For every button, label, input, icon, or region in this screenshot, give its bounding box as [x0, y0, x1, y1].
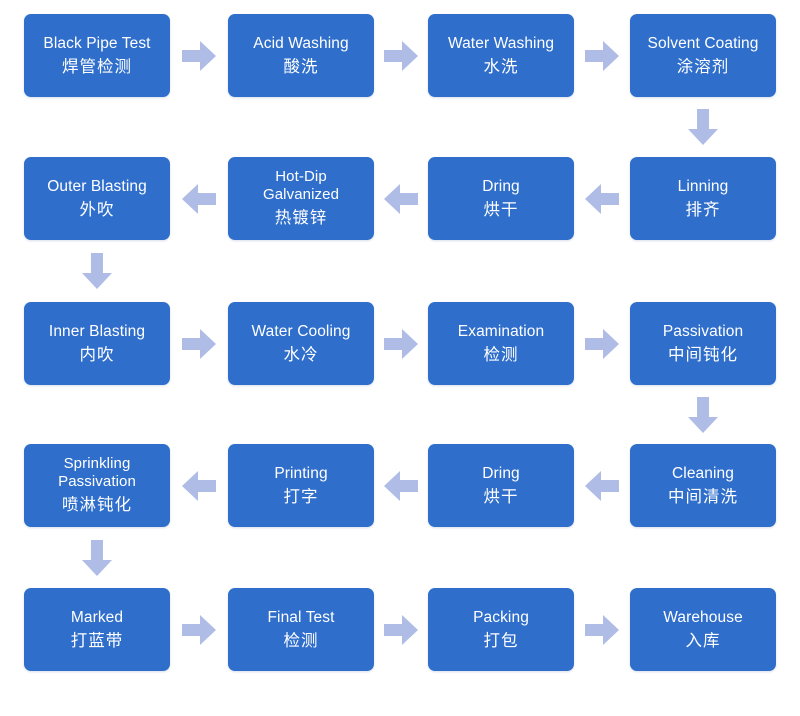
flow-arrow-down — [82, 539, 112, 576]
node-label-en: Black Pipe Test — [43, 34, 151, 52]
node-label-en: Examination — [457, 322, 545, 340]
process-node-n15[interactable]: Printing 打字 — [228, 444, 374, 527]
flow-arrow-right — [384, 328, 418, 359]
flow-arrow-left — [182, 470, 216, 501]
process-node-n6[interactable]: Dring 烘干 — [428, 157, 574, 240]
node-label-zh: 外吹 — [79, 200, 115, 219]
node-label-zh: 酸洗 — [283, 57, 319, 76]
node-label-en: Printing — [274, 464, 328, 482]
process-node-n12[interactable]: Passivation 中间钝化 — [630, 302, 776, 385]
node-label-zh: 检测 — [483, 345, 519, 364]
node-label-zh: 焊管检测 — [62, 57, 132, 76]
flow-arrow-left — [585, 470, 619, 501]
node-label-zh: 打字 — [283, 487, 319, 506]
node-label-en: Dring — [482, 464, 520, 482]
node-label-en: Packing — [473, 608, 529, 626]
node-label-zh: 打蓝带 — [70, 631, 124, 650]
process-node-n10[interactable]: Water Cooling 水冷 — [228, 302, 374, 385]
node-label-en: Sprinkling Passivation — [58, 455, 136, 490]
node-label-en: Final Test — [267, 608, 335, 626]
flow-arrow-right — [182, 614, 216, 645]
node-label-zh: 打包 — [483, 631, 519, 650]
node-label-en: Linning — [677, 177, 729, 195]
flow-arrow-left — [384, 470, 418, 501]
node-label-en: Water Washing — [447, 34, 555, 52]
process-node-n13[interactable]: Cleaning 中间清洗 — [630, 444, 776, 527]
process-node-n1[interactable]: Black Pipe Test 焊管检测 — [24, 14, 170, 97]
node-label-en: Passivation — [662, 322, 744, 340]
flow-arrow-left — [585, 183, 619, 214]
flow-arrow-right — [182, 40, 216, 71]
process-node-n20[interactable]: Warehouse 入库 — [630, 588, 776, 671]
flow-arrow-down — [688, 396, 718, 433]
node-label-zh: 热镀锌 — [274, 209, 328, 227]
node-label-en: Water Cooling — [251, 322, 351, 340]
node-label-zh: 烘干 — [483, 487, 519, 506]
flow-arrow-left — [384, 183, 418, 214]
flow-arrow-right — [384, 40, 418, 71]
process-node-n16[interactable]: Sprinkling Passivation 喷淋钝化 — [24, 444, 170, 527]
flow-arrow-right — [384, 614, 418, 645]
flow-arrow-left — [182, 183, 216, 214]
node-label-en: Hot-Dip Galvanized — [262, 168, 340, 203]
flow-arrow-down — [688, 109, 718, 145]
node-label-zh: 检测 — [283, 631, 319, 650]
node-label-en: Solvent Coating — [647, 34, 759, 52]
node-label-en: Warehouse — [663, 608, 743, 626]
process-node-n9[interactable]: Inner Blasting 内吹 — [24, 302, 170, 385]
process-node-n8[interactable]: Outer Blasting 外吹 — [24, 157, 170, 240]
node-label-zh: 涂溶剂 — [676, 57, 730, 76]
node-label-zh: 喷淋钝化 — [62, 496, 132, 514]
node-label-zh: 排齐 — [685, 200, 721, 219]
node-label-zh: 水洗 — [483, 57, 519, 76]
node-label-en: Acid Washing — [253, 34, 349, 52]
node-label-zh: 入库 — [685, 631, 721, 650]
process-node-n11[interactable]: Examination 检测 — [428, 302, 574, 385]
node-label-en: Outer Blasting — [47, 177, 147, 195]
node-label-zh: 中间清洗 — [668, 487, 738, 506]
flow-arrow-down — [82, 253, 112, 289]
flow-arrow-right — [585, 40, 619, 71]
flow-arrow-right — [182, 328, 216, 359]
node-label-en: Marked — [70, 608, 124, 626]
process-node-n5[interactable]: Linning 排齐 — [630, 157, 776, 240]
node-label-zh: 烘干 — [483, 200, 519, 219]
node-label-zh: 中间钝化 — [668, 345, 738, 364]
process-node-n14[interactable]: Dring 烘干 — [428, 444, 574, 527]
node-label-zh: 水冷 — [283, 345, 319, 364]
process-node-n17[interactable]: Marked 打蓝带 — [24, 588, 170, 671]
node-label-en: Dring — [482, 177, 520, 195]
process-node-n7[interactable]: Hot-Dip Galvanized 热镀锌 — [228, 157, 374, 240]
node-label-en: Cleaning — [672, 464, 734, 482]
process-node-n18[interactable]: Final Test 检测 — [228, 588, 374, 671]
flow-arrow-right — [585, 328, 619, 359]
process-node-n4[interactable]: Solvent Coating 涂溶剂 — [630, 14, 776, 97]
process-node-n19[interactable]: Packing 打包 — [428, 588, 574, 671]
node-label-en: Inner Blasting — [48, 322, 146, 340]
process-node-n2[interactable]: Acid Washing 酸洗 — [228, 14, 374, 97]
node-label-zh: 内吹 — [79, 345, 115, 364]
flow-arrow-right — [585, 614, 619, 645]
process-node-n3[interactable]: Water Washing 水洗 — [428, 14, 574, 97]
